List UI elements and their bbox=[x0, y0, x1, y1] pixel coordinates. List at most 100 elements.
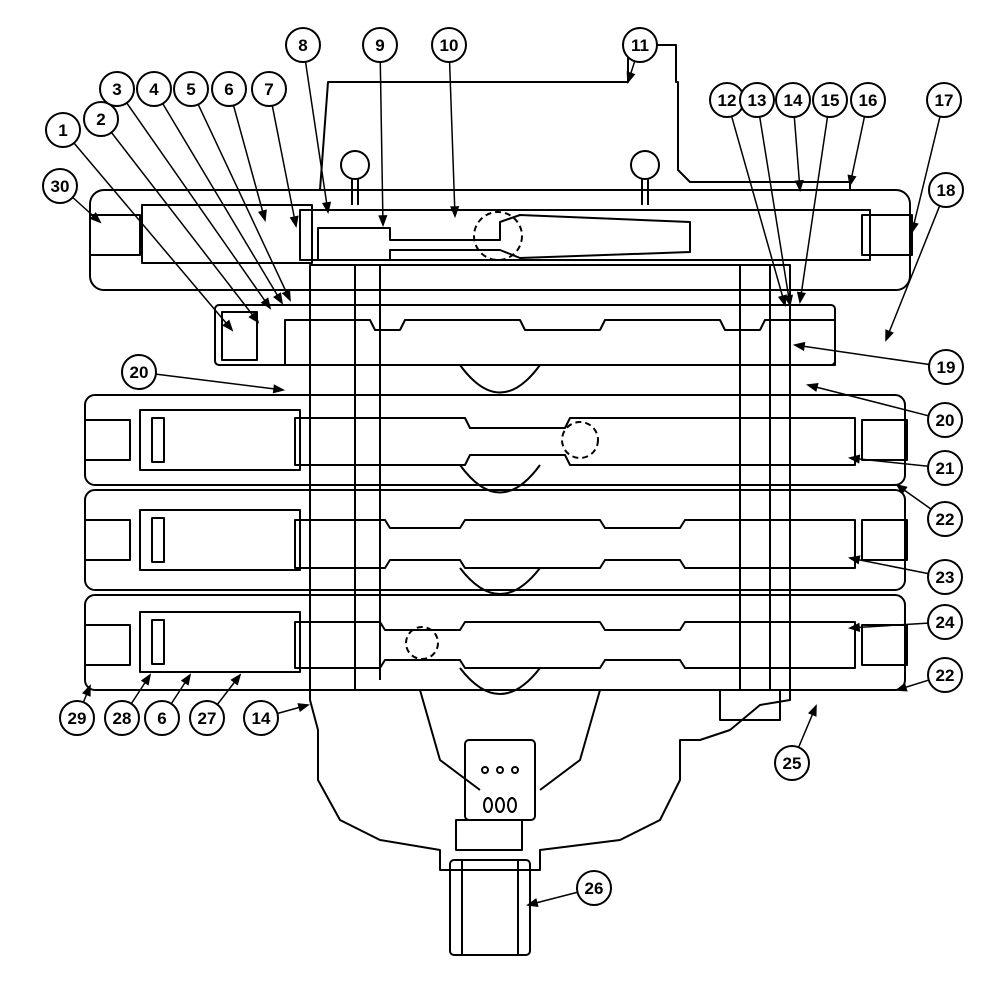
leader-line-c2 bbox=[110, 131, 259, 323]
leader-arrow-c1 bbox=[222, 319, 234, 332]
callout-c21: 21 bbox=[927, 450, 963, 486]
callout-label: 29 bbox=[68, 709, 87, 728]
leader-arrow-c7 bbox=[289, 215, 299, 229]
leader-arrow-c20a bbox=[272, 384, 286, 394]
callout-label: 14 bbox=[252, 709, 271, 728]
callout-c11: 11 bbox=[622, 27, 658, 63]
callout-circle bbox=[45, 112, 81, 148]
callout-label: 11 bbox=[631, 36, 649, 55]
leader-arrow-c17 bbox=[909, 221, 919, 235]
callout-circle bbox=[622, 27, 658, 63]
leader-line-c3 bbox=[126, 102, 271, 309]
callout-label: 1 bbox=[58, 121, 67, 140]
callout-label: 8 bbox=[298, 36, 307, 55]
callout-label: 22 bbox=[936, 510, 955, 529]
leader-arrow-c6b bbox=[180, 673, 192, 686]
callout-label: 17 bbox=[935, 91, 954, 110]
leader-arrow-c2 bbox=[248, 311, 260, 324]
callout-label: 18 bbox=[937, 181, 956, 200]
leader-arrow-c11 bbox=[626, 71, 636, 84]
callout-c16: 16 bbox=[850, 82, 886, 118]
callout-label: 30 bbox=[51, 177, 70, 196]
leader-arrow-c8 bbox=[322, 201, 332, 215]
callout-c2: 2 bbox=[83, 101, 119, 137]
callout-c27: 27 bbox=[189, 700, 225, 736]
leader-arrow-c27 bbox=[230, 673, 242, 686]
leader-line-c20b bbox=[807, 384, 929, 417]
leader-arrow-c18 bbox=[885, 329, 894, 342]
callout-c24: 24 bbox=[927, 604, 963, 640]
callout-circle bbox=[104, 700, 140, 736]
callout-c23: 23 bbox=[927, 559, 963, 595]
callout-c3: 3 bbox=[99, 71, 135, 107]
callout-c12: 12 bbox=[709, 82, 745, 118]
callout-c22b: 22 bbox=[927, 657, 963, 693]
callout-label: 2 bbox=[96, 110, 105, 129]
leader-line-c19 bbox=[794, 344, 930, 366]
leader-arrow-c22a bbox=[895, 483, 908, 495]
leader-line-c13 bbox=[758, 116, 791, 306]
callout-c20b: 20 bbox=[927, 402, 963, 438]
callout-label: 20 bbox=[936, 411, 955, 430]
callout-circle bbox=[243, 700, 279, 736]
callout-circle bbox=[927, 402, 963, 438]
callout-c7: 7 bbox=[251, 71, 287, 107]
callout-circle bbox=[928, 349, 964, 385]
leader-line-c24 bbox=[849, 622, 929, 629]
callout-label: 3 bbox=[112, 80, 121, 99]
leader-arrow-c24 bbox=[847, 622, 861, 632]
callout-circle bbox=[739, 82, 775, 118]
callout-label: 9 bbox=[375, 36, 384, 55]
callout-c4: 4 bbox=[136, 71, 172, 107]
top-spool bbox=[317, 214, 691, 261]
callout-circle bbox=[189, 700, 225, 736]
leader-line-c20a bbox=[155, 373, 284, 391]
leader-arrow-c23 bbox=[847, 555, 861, 565]
callout-label: 23 bbox=[936, 568, 955, 587]
callout-circle bbox=[285, 27, 321, 63]
callout-circle bbox=[928, 172, 964, 208]
leader-line-c14a bbox=[793, 116, 801, 191]
leader-arrow-c12 bbox=[777, 294, 787, 307]
callout-c6b: 6 bbox=[144, 700, 180, 736]
leader-arrow-c9 bbox=[378, 215, 388, 228]
callout-label: 27 bbox=[198, 709, 217, 728]
callout-c1: 1 bbox=[45, 112, 81, 148]
callout-circle bbox=[42, 168, 78, 204]
callout-circle bbox=[362, 27, 398, 63]
leader-arrow-c4 bbox=[273, 292, 284, 305]
callout-c9: 9 bbox=[362, 27, 398, 63]
callout-c15: 15 bbox=[812, 82, 848, 118]
leader-arrow-c21 bbox=[847, 454, 861, 464]
leader-line-c21 bbox=[849, 457, 929, 467]
leader-arrow-c30 bbox=[89, 212, 102, 224]
leader-line-c6a bbox=[232, 105, 266, 221]
callout-circle bbox=[173, 71, 209, 107]
callout-c10: 10 bbox=[431, 27, 467, 63]
leader-arrow-c16 bbox=[847, 174, 857, 188]
callout-circle bbox=[431, 27, 467, 63]
leader-line-c5 bbox=[197, 104, 291, 301]
spool-section-4 bbox=[84, 594, 906, 691]
callout-label: 22 bbox=[936, 666, 955, 685]
callout-circle bbox=[850, 82, 886, 118]
callout-c17: 17 bbox=[926, 82, 962, 118]
callout-c14b: 14 bbox=[243, 700, 279, 736]
leader-arrow-c22b bbox=[895, 682, 908, 692]
callout-c6a: 6 bbox=[211, 71, 247, 107]
leader-line-c1 bbox=[73, 142, 233, 331]
leader-line-c17 bbox=[911, 116, 941, 233]
leader-arrow-c5 bbox=[281, 289, 291, 302]
callout-circle bbox=[99, 71, 135, 107]
callout-c22a: 22 bbox=[927, 501, 963, 537]
callout-c19: 19 bbox=[928, 349, 964, 385]
leader-line-c12 bbox=[730, 116, 786, 306]
callout-label: 7 bbox=[264, 80, 273, 99]
callout-c13: 13 bbox=[739, 82, 775, 118]
callout-circle bbox=[251, 71, 287, 107]
callout-circle bbox=[136, 71, 172, 107]
callout-circle bbox=[121, 354, 157, 390]
drive-housing bbox=[464, 739, 536, 821]
